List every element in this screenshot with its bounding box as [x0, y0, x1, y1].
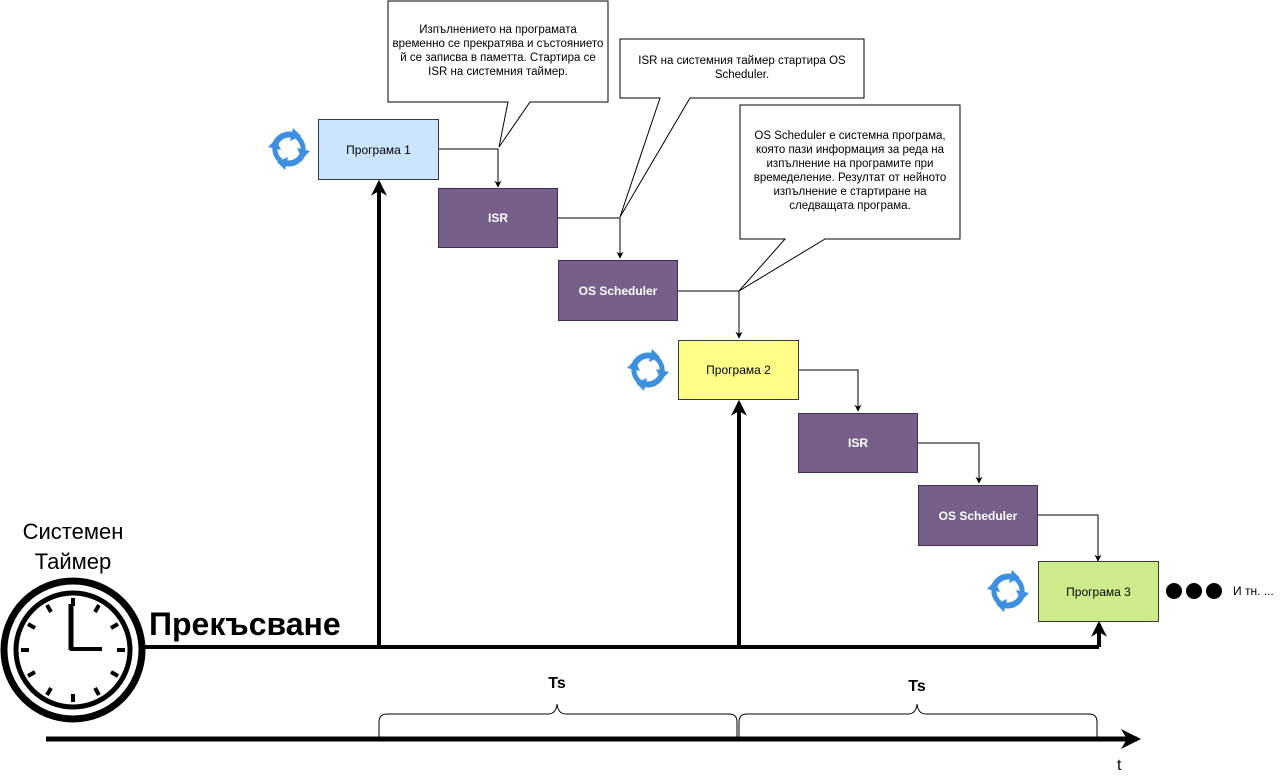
isr-box-2: ISR	[798, 413, 918, 473]
program-3-box: Програма 3	[1038, 561, 1159, 622]
period-label-2: Ts	[908, 678, 926, 695]
program-1-box: Програма 1	[318, 119, 439, 180]
flow-connectors	[439, 148, 1102, 562]
callout-bubble-interrupt	[387, 0, 609, 148]
os-scheduler-box-2: OS Scheduler	[918, 485, 1038, 546]
time-axis-label: t	[1117, 757, 1122, 774]
timer-label-line2: Таймер	[34, 549, 112, 574]
interrupt-label: Прекъсване	[149, 606, 341, 642]
callout-bubble-scheduler	[738, 104, 961, 292]
callout-interrupt-text: Изпълнението на програмата временно се п…	[392, 24, 604, 78]
interrupt-lines	[145, 179, 1107, 649]
callout-scheduler-text: OS Scheduler е системна програма, която …	[753, 130, 947, 212]
period-brace-2	[738, 703, 1098, 738]
period-label-1: Ts	[548, 675, 566, 692]
callout-bubble-isr	[619, 38, 865, 218]
cycle-icon	[268, 128, 310, 170]
cycle-icon	[627, 349, 669, 391]
os-scheduler-box-1: OS Scheduler	[558, 260, 678, 321]
cycle-icon	[987, 570, 1029, 612]
isr-box-1: ISR	[438, 188, 558, 248]
program-2-box: Програма 2	[678, 340, 799, 400]
timer-label-line1: Системен	[22, 519, 124, 544]
continuation-label: И тн. ...	[1233, 584, 1274, 598]
period-brace-1	[378, 703, 738, 738]
clock-icon	[0, 577, 146, 723]
ellipsis-dots	[1166, 583, 1222, 599]
callout-isr-text: ISR на системния таймер стартира OS Sche…	[638, 55, 846, 81]
